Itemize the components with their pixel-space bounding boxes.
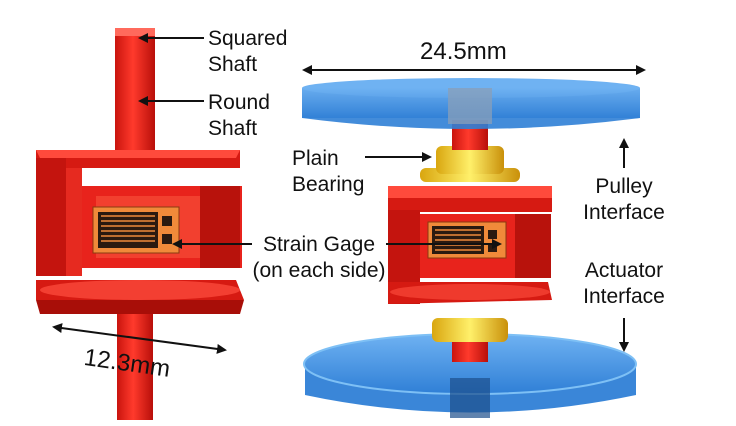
pulley-interface-disk <box>302 78 640 129</box>
lower-bearing <box>432 318 508 342</box>
frame-top <box>388 186 552 198</box>
annotation-arrows <box>52 33 646 354</box>
upper-shaft <box>115 28 155 150</box>
right-sensor-body <box>302 78 640 418</box>
label-round-shaft: Round Shaft <box>208 91 270 140</box>
strain-gage-right <box>427 221 507 259</box>
actuator-interface-disk <box>303 333 637 418</box>
dimension-right-diameter: 24.5mm <box>420 38 507 65</box>
lower-shaft <box>117 300 153 420</box>
left-wall <box>36 158 66 276</box>
strain-gage-left <box>92 206 180 254</box>
right-wall <box>200 186 240 268</box>
plain-bearing <box>436 146 504 174</box>
left-sensor-body <box>36 28 244 420</box>
label-strain-gage: Strain Gage (on each side) <box>252 233 386 282</box>
label-plain-bearing: Plain Bearing <box>292 147 365 196</box>
label-actuator-interface: Actuator Interface <box>583 259 665 308</box>
dimension-line-left <box>52 323 227 354</box>
shaft-top-face <box>115 28 155 36</box>
label-squared-shaft: Squared Shaft <box>208 27 288 76</box>
label-pulley-interface: Pulley Interface <box>583 175 665 224</box>
